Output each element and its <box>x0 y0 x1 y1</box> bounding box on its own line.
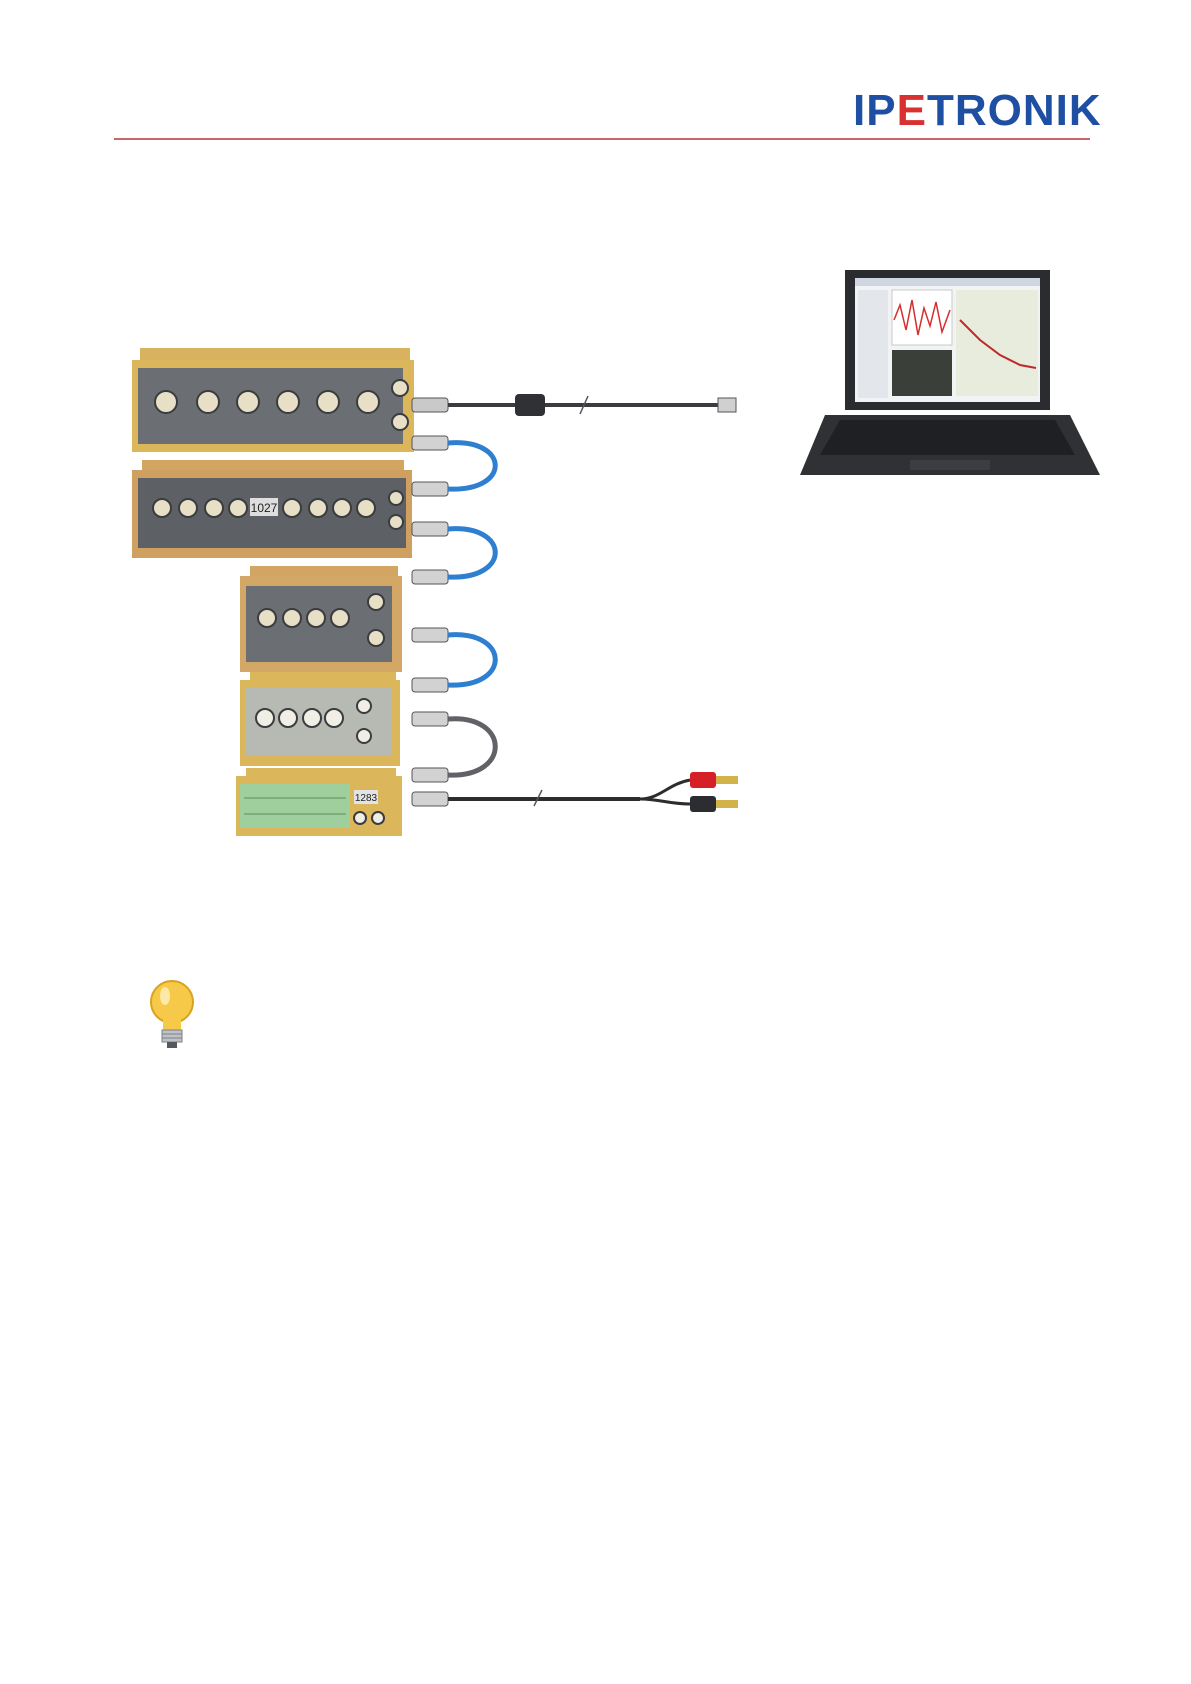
link-cable-4 <box>412 712 495 782</box>
module-1 <box>132 348 414 452</box>
lightbulb-icon <box>144 978 200 1052</box>
module-5-label: 1283 <box>355 793 378 804</box>
link-cable-2 <box>412 522 495 584</box>
logo-mid: E <box>897 86 927 135</box>
power-cable <box>412 772 738 812</box>
ethernet-cable <box>412 394 736 416</box>
module-3 <box>240 566 402 672</box>
logo-prefix: IP <box>853 86 897 135</box>
logo-suffix: TRONIK <box>927 86 1102 135</box>
module-5: 1283 <box>236 768 402 836</box>
module-2-label: 1027 <box>251 501 278 515</box>
header-rule <box>114 138 1090 140</box>
company-logo: IPETRONIK <box>853 86 1093 136</box>
system-diagram: 1027 1283 <box>120 260 1120 920</box>
module-2: 1027 <box>132 460 412 558</box>
link-cable-1 <box>412 436 495 496</box>
link-cable-3 <box>412 628 495 692</box>
module-4 <box>240 672 400 766</box>
laptop-image <box>800 270 1100 475</box>
